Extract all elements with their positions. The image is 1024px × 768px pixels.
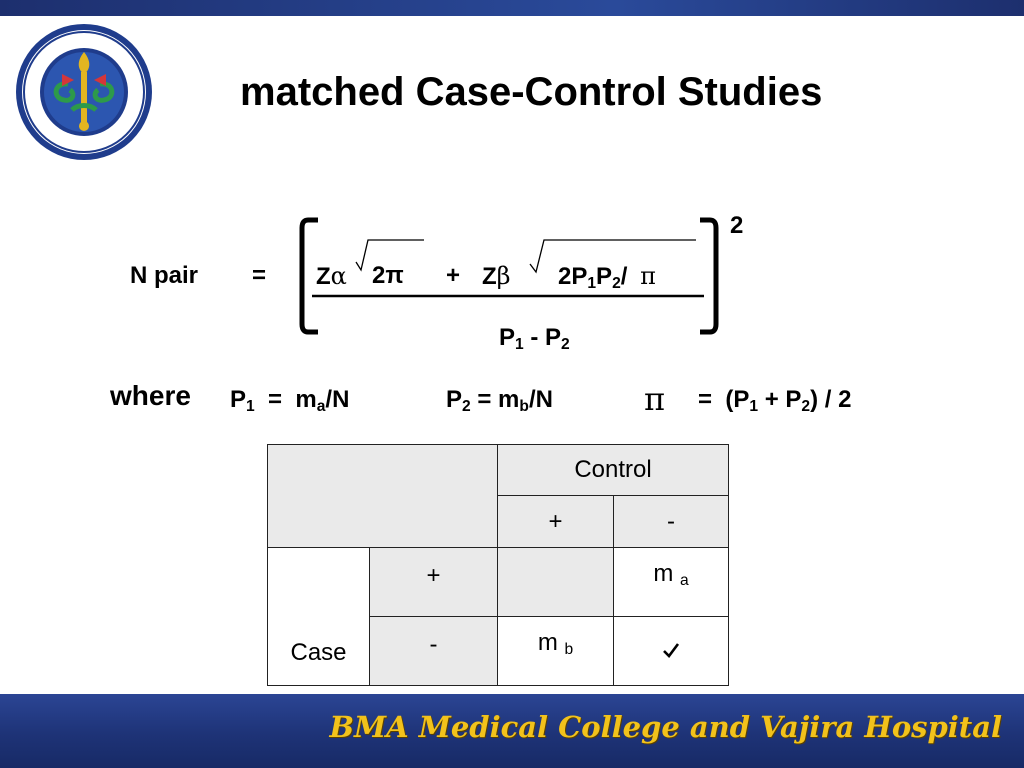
control-plus-header: +: [497, 495, 614, 548]
p2-p: P: [446, 386, 463, 413]
p1-definition: P1 = ma/N: [230, 386, 349, 414]
case-label: Case: [267, 547, 370, 686]
pi-eq: = (P: [698, 386, 750, 413]
p2-eq: = m: [470, 386, 520, 413]
footer-institution: BMA Medical College and Vajira Hospital: [329, 710, 1002, 744]
formula-z-beta: Zβ: [482, 262, 511, 291]
slash: /: [620, 263, 628, 290]
table-corner-cell: [267, 444, 498, 548]
formula-z-alpha: Zα: [316, 262, 347, 291]
top-bar: [0, 0, 1024, 16]
footer-bar: BMA Medical College and Vajira Hospital: [0, 694, 1024, 768]
checkmark-icon: [663, 643, 680, 658]
subscript-1: 1: [587, 274, 597, 292]
formula-brackets-and-radicals: [299, 217, 719, 335]
formula-exponent: 2: [730, 212, 744, 239]
pi-plus: + P: [758, 386, 802, 413]
pi-sub1: 1: [749, 397, 759, 415]
formula-lhs: N pair: [130, 262, 199, 289]
minus: -: [523, 324, 546, 351]
where-label: where: [110, 380, 191, 411]
two-p: 2P: [558, 263, 588, 290]
case-minus-header: -: [369, 616, 498, 686]
cell-mb: m b: [497, 616, 614, 686]
cell-plus-plus: [497, 547, 614, 617]
p: P: [499, 324, 516, 351]
cell-ma: m a: [613, 547, 729, 617]
alpha-symbol: α: [330, 262, 347, 290]
p1-n: /N: [325, 386, 350, 413]
b-subscript: b: [564, 640, 574, 658]
p2-sub: 2: [462, 397, 471, 415]
control-header: Control: [497, 444, 729, 496]
slide-title: matched Case-Control Studies: [240, 70, 823, 114]
subscript-2: 2: [612, 274, 621, 292]
p1-a: a: [316, 397, 326, 415]
control-minus-header: -: [613, 495, 729, 548]
case-plus-header: +: [369, 547, 498, 617]
pi-sub2: 2: [801, 397, 811, 415]
p2-n: /N: [528, 386, 553, 413]
p2-b: b: [519, 397, 529, 415]
p1-sub: 1: [246, 397, 255, 415]
p1-eq: = m: [254, 386, 317, 413]
subscript-2: 2: [561, 335, 570, 353]
formula-equals: =: [252, 262, 267, 289]
pi-definition-symbol: π: [644, 380, 666, 418]
z-symbol: Z: [482, 263, 497, 290]
a-subscript: a: [679, 571, 689, 589]
m-label: m: [653, 560, 674, 587]
formula-two-pi: 2π: [372, 262, 404, 289]
m-label: m: [537, 629, 558, 656]
subscript-1: 1: [515, 335, 524, 353]
formula-2p1p2-over-pi: 2P1P2/ π: [558, 262, 656, 291]
beta-symbol: β: [496, 262, 511, 290]
p: P: [545, 324, 562, 351]
pi-symbol: π: [640, 262, 656, 290]
z-symbol: Z: [316, 263, 331, 290]
matched-pairs-table: Control + - Case + m a - m b: [267, 444, 729, 686]
pi-definition: = (P1 + P2) / 2: [698, 386, 851, 414]
p: P: [596, 263, 613, 290]
p1-p: P: [230, 386, 247, 413]
formula-denominator: P1 - P2: [499, 324, 570, 352]
formula-plus: +: [446, 262, 461, 289]
pi-div: ) / 2: [810, 386, 852, 413]
college-seal-icon: [16, 24, 152, 160]
p2-definition: P2 = mb/N: [446, 386, 553, 414]
cell-minus-minus: [613, 616, 729, 686]
